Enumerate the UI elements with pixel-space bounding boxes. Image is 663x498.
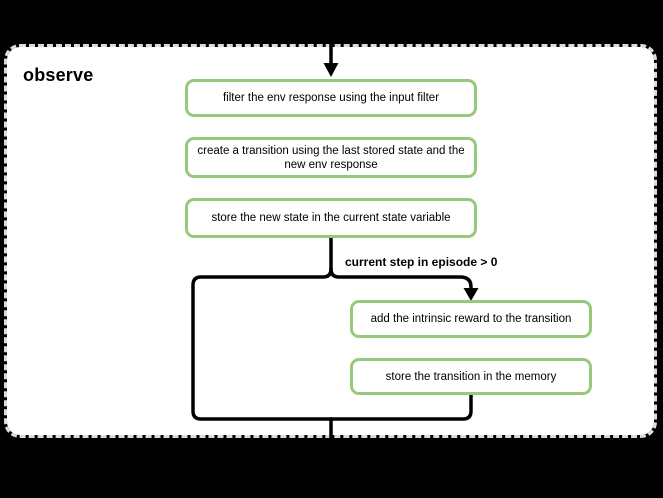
- flow-node-add-intrinsic-reward: add the intrinsic reward to the transiti…: [350, 300, 592, 338]
- flow-node-filter-env-response: filter the env response using the input …: [185, 79, 477, 117]
- flow-node-store-transition: store the transition in the memory: [350, 358, 592, 395]
- group-title: observe: [23, 65, 94, 85]
- flow-node-store-new-state: store the new state in the current state…: [185, 198, 477, 238]
- flow-node-create-transition: create a transition using the last store…: [185, 137, 477, 178]
- condition-label: current step in episode > 0: [345, 255, 498, 269]
